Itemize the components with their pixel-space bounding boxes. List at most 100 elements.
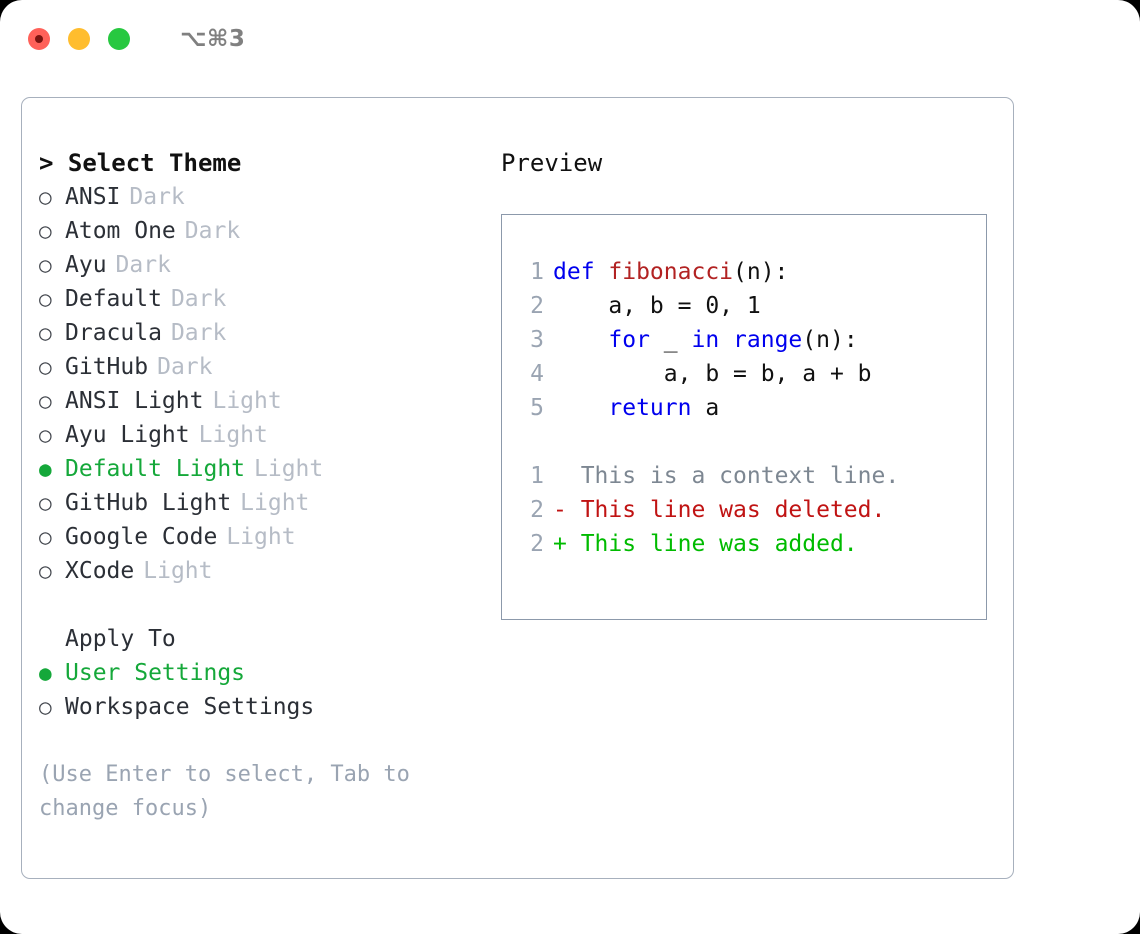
theme-option-label: GitHub Light xyxy=(65,490,232,516)
code-line: 2 a, b = 0, 1 xyxy=(510,289,899,323)
preview-title: Preview xyxy=(501,149,603,177)
apply-to-list: ●User Settings ○ Workspace Settings xyxy=(39,656,489,724)
maximize-button-icon[interactable] xyxy=(108,28,130,50)
radio-unselected-icon: ○ xyxy=(39,559,52,583)
theme-option[interactable]: ○ ANSI Dark xyxy=(39,180,489,214)
code-token-plain xyxy=(553,391,608,425)
close-button-icon[interactable] xyxy=(28,28,50,50)
code-line: 4 a, b = b, a + b xyxy=(510,357,899,391)
theme-option-label: Default Light xyxy=(65,456,246,482)
code-token-plain: a, b = b, a + b xyxy=(553,361,872,387)
radio-unselected-icon: ○ xyxy=(39,423,52,447)
apply-to-header: Apply To xyxy=(65,626,176,652)
line-number: 5 xyxy=(530,395,544,421)
code-blank-line xyxy=(510,425,899,459)
theme-option-tag: Dark xyxy=(157,354,213,380)
code-token-plain xyxy=(719,323,733,357)
code-token-plain: a xyxy=(691,395,720,421)
theme-option[interactable]: ○ ANSI Light Light xyxy=(39,384,489,418)
radio-unselected-icon: ○ xyxy=(39,185,52,209)
code-token-fn: fibonacci xyxy=(608,259,734,285)
minimize-button-icon[interactable] xyxy=(68,28,90,50)
radio-unselected-icon: ○ xyxy=(39,695,52,719)
radio-unselected-icon: ○ xyxy=(39,219,52,243)
diff-text: This line was deleted. xyxy=(580,497,886,523)
theme-option-label: ANSI xyxy=(65,184,121,210)
theme-option-tag: Dark xyxy=(170,286,227,312)
window-controls xyxy=(28,28,130,50)
theme-option[interactable]: ○ GitHub Light Light xyxy=(39,486,489,520)
section-spacer xyxy=(39,588,489,622)
apply-to-option-label: Workspace Settings xyxy=(65,694,315,720)
line-number: 2 xyxy=(530,531,544,557)
radio-selected-icon: ● xyxy=(39,457,52,481)
theme-option[interactable]: ○ Ayu Dark xyxy=(39,248,489,282)
theme-option-tag: Light xyxy=(254,456,324,482)
code-token-kw: range xyxy=(733,327,803,353)
theme-option[interactable]: ○ Ayu Light Light xyxy=(39,418,489,452)
diff-marker xyxy=(553,459,581,493)
radio-unselected-icon: ○ xyxy=(39,491,52,515)
theme-option-tag: Light xyxy=(226,524,296,550)
radio-unselected-icon: ○ xyxy=(39,525,52,549)
theme-option-tag: Light xyxy=(240,490,310,516)
code-token-plain: a, b = 0, 1 xyxy=(553,293,761,319)
code-token-kw: def xyxy=(553,259,609,285)
theme-option-label: GitHub xyxy=(65,354,149,380)
diff-text: This line was added. xyxy=(580,531,858,557)
theme-option[interactable]: ○ XCode Light xyxy=(39,554,489,588)
diff-line: 2- This line was deleted. xyxy=(510,493,899,527)
theme-option-label: Atom One xyxy=(65,218,176,244)
radio-unselected-icon: ○ xyxy=(39,253,52,277)
code-token-kw: return xyxy=(608,395,692,421)
theme-option-label: Dracula xyxy=(65,320,162,346)
apply-to-option[interactable]: ●User Settings xyxy=(39,656,489,690)
code-line: 5 return a xyxy=(510,391,899,425)
theme-option-label: ANSI Light xyxy=(65,388,204,414)
diff-marker: - xyxy=(553,497,581,523)
line-number: 4 xyxy=(530,361,544,387)
apply-to-option[interactable]: ○ Workspace Settings xyxy=(39,690,489,724)
select-theme-header: > Select Theme xyxy=(39,149,242,177)
code-token-plain: (n): xyxy=(733,259,789,285)
diff-lines: 1 This is a context line.2- This line wa… xyxy=(510,459,899,561)
theme-option[interactable]: ○ Google Code Light xyxy=(39,520,489,554)
radio-unselected-icon: ○ xyxy=(39,389,52,413)
line-number: 2 xyxy=(530,497,544,523)
apply-to-option-label: User Settings xyxy=(65,660,246,686)
title-bar: ⌥⌘3 xyxy=(0,0,1140,78)
theme-option-tag: Light xyxy=(198,422,268,448)
theme-option-tag: Light xyxy=(212,388,282,414)
theme-option-tag: Light xyxy=(143,558,213,584)
radio-unselected-icon: ○ xyxy=(39,321,52,345)
radio-unselected-icon: ○ xyxy=(39,287,52,311)
theme-option[interactable]: ○ Default Dark xyxy=(39,282,489,316)
theme-option-tag: Dark xyxy=(129,184,185,210)
theme-option-label: XCode xyxy=(65,558,135,584)
code-token-plain: (n): xyxy=(802,327,858,353)
theme-option-label: Default xyxy=(65,286,162,312)
keyboard-hint-text: (Use Enter to select, Tab to change focu… xyxy=(39,762,424,821)
theme-option-label: Ayu xyxy=(65,252,107,278)
theme-option[interactable]: ● Default Light Light xyxy=(39,452,489,486)
theme-option[interactable]: ○ Atom One Dark xyxy=(39,214,489,248)
diff-line: 2 + This line was added. xyxy=(510,527,899,561)
theme-option-tag: Dark xyxy=(184,218,241,244)
line-number: 1 xyxy=(530,463,544,489)
theme-option-label: Ayu Light xyxy=(65,422,190,448)
diff-marker: + xyxy=(553,531,581,557)
code-token-kw: for xyxy=(608,327,650,353)
theme-option-label: Google Code xyxy=(65,524,218,550)
code-token-kw: in xyxy=(691,327,720,353)
theme-option-tag: Dark xyxy=(115,252,171,278)
code-token-plain: _ xyxy=(649,327,692,353)
keyboard-shortcut-label: ⌥⌘3 xyxy=(180,26,246,52)
